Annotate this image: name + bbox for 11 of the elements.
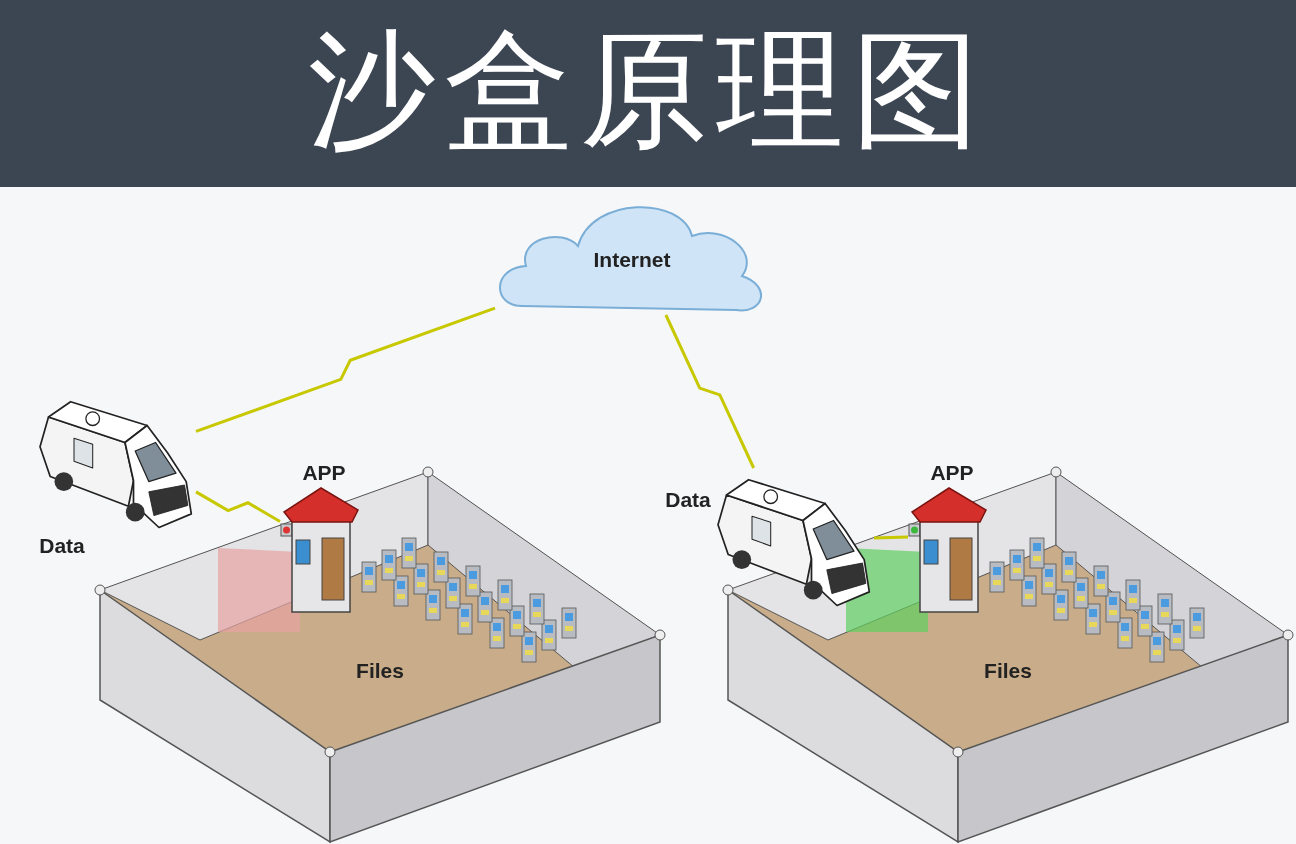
booth-label: APP [930, 461, 974, 485]
title: 沙盒原理图 [307, 14, 989, 166]
room-label: Files [984, 659, 1032, 683]
node-label: Data [39, 534, 85, 558]
lightning-link [664, 314, 756, 469]
node-label: Data [665, 488, 711, 512]
cloud-label: Internet [593, 248, 671, 272]
room-label: Files [356, 659, 404, 683]
lightning-link [195, 306, 496, 433]
lightning-link [195, 490, 281, 523]
booth-label: APP [302, 461, 346, 485]
